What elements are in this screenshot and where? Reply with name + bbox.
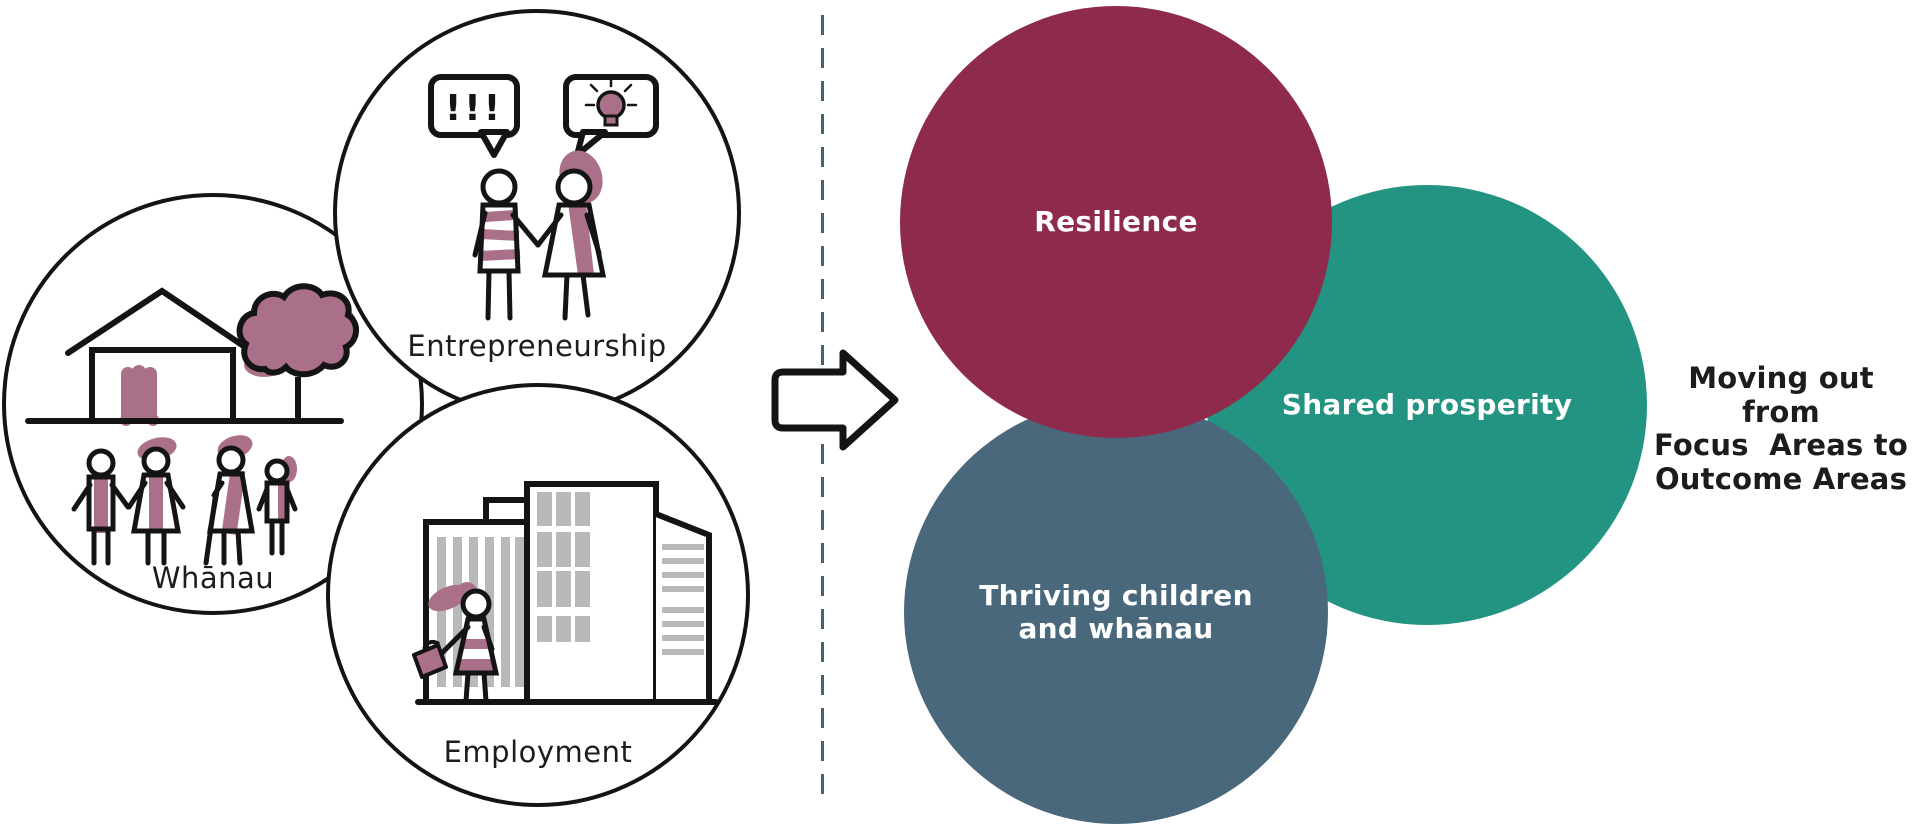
resilience-label: Resilience (1034, 205, 1198, 239)
tree-icon (236, 283, 359, 421)
caption-text: Moving out from Focus Areas to Outcome A… (1654, 361, 1908, 496)
speech-bubble-lightbulb-icon (563, 74, 659, 158)
buildings-icon (415, 481, 719, 705)
entrepreneurship-label: Entrepreneurship (407, 329, 667, 363)
focus-circle-entrepreneurship: !!! (333, 9, 741, 417)
outcome-circle-resilience: Resilience (900, 6, 1332, 438)
exclaim-text: !!! (445, 88, 503, 129)
house-tree-family-icon (25, 283, 359, 566)
whanau-label: Whānau (151, 561, 275, 595)
shared-prosperity-label: Shared prosperity (1281, 388, 1573, 422)
family-icon (71, 435, 298, 566)
house-icon (65, 287, 251, 424)
focus-circle-employment: Employment (326, 383, 750, 807)
two-people-handshake-icon (472, 150, 607, 321)
house-door (120, 365, 159, 426)
outcome-circle-thriving-children: Thriving children and whānau (904, 400, 1328, 824)
employment-label: Employment (443, 735, 633, 769)
worker-icon (412, 582, 500, 704)
buildings-worker-icon (412, 481, 719, 705)
conversation-icon: !!! (428, 74, 659, 321)
lightbulb-icon (584, 77, 638, 127)
speech-bubble-exclaim-icon: !!! (428, 74, 520, 158)
handbag-icon (412, 639, 448, 679)
block-arrow-right-icon (771, 349, 899, 451)
thriving-children-label: Thriving children and whānau (979, 578, 1253, 645)
